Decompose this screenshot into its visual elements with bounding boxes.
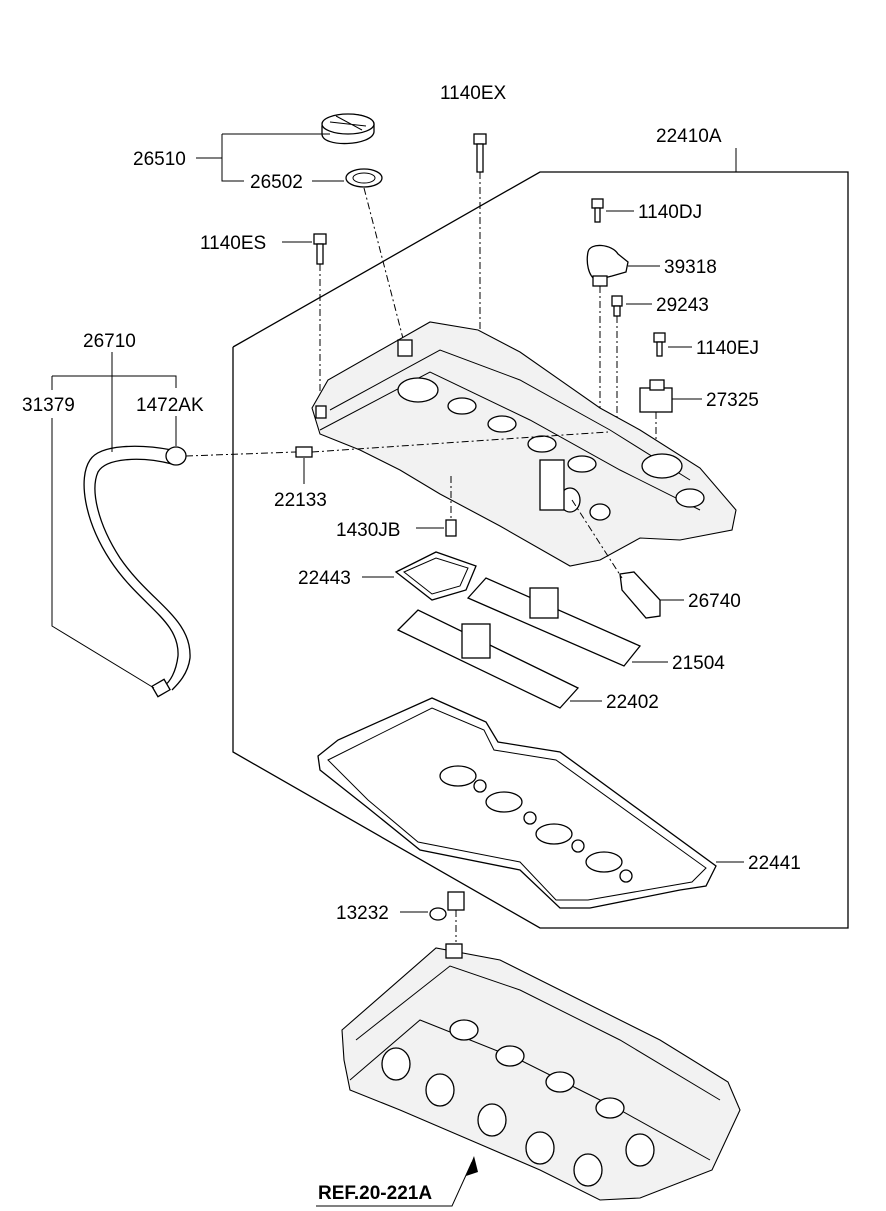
label-29243: 29243 [656, 295, 709, 316]
part-29243 [611, 295, 652, 420]
dowel-1430jb [416, 476, 457, 537]
label-1140ex: 1140EX [440, 83, 507, 104]
label-22402: 22402 [606, 692, 659, 713]
ref-arrow [316, 1156, 478, 1207]
bracket-26710 [51, 352, 177, 689]
valve-cover [311, 321, 737, 567]
label-1140ej: 1140EJ [696, 338, 759, 359]
pcv-valve-22133 [185, 431, 609, 484]
label-13232: 13232 [336, 903, 389, 924]
baffle-plate-21504 [466, 577, 668, 667]
label-1140es: 1140ES [200, 233, 266, 254]
label-26740: 26740 [688, 591, 741, 612]
label-22133: 22133 [274, 490, 327, 511]
cam-sensor-39318 [586, 244, 660, 420]
label-22410a: 22410A [656, 126, 722, 147]
label-22441: 22441 [748, 853, 801, 874]
filler-cap-gasket [345, 168, 383, 188]
bolt-1140dj [591, 198, 634, 223]
breather-hose-26710 [83, 445, 191, 698]
baffle-plate-22402 [396, 609, 602, 709]
cover-gasket-22441 [317, 697, 744, 909]
label-1472ak: 1472AK [136, 395, 204, 416]
label-1140dj: 1140DJ [638, 202, 702, 223]
label-21504: 21504 [672, 653, 725, 674]
bolt-1140es [282, 233, 327, 405]
cover-assembly-frame [232, 148, 849, 929]
cylinder-head [341, 943, 741, 1201]
cap-leader [363, 187, 407, 351]
label-39318: 39318 [664, 257, 717, 278]
label-26710: 26710 [83, 331, 136, 352]
bracket-26510 [196, 133, 344, 182]
ref-label: REF.20-221A [318, 1183, 432, 1204]
gasket-22443 [362, 551, 477, 601]
label-31379: 31379 [22, 395, 75, 416]
label-22443: 22443 [298, 568, 351, 589]
label-26510: 26510 [133, 149, 186, 170]
part-13232 [400, 891, 465, 942]
bolt-1140ej [653, 332, 692, 357]
label-26502: 26502 [250, 172, 303, 193]
oil-filler-cap [321, 113, 375, 145]
label-27325: 27325 [706, 390, 759, 411]
sensor-26740 [571, 499, 684, 619]
label-1430jb: 1430JB [336, 520, 400, 541]
